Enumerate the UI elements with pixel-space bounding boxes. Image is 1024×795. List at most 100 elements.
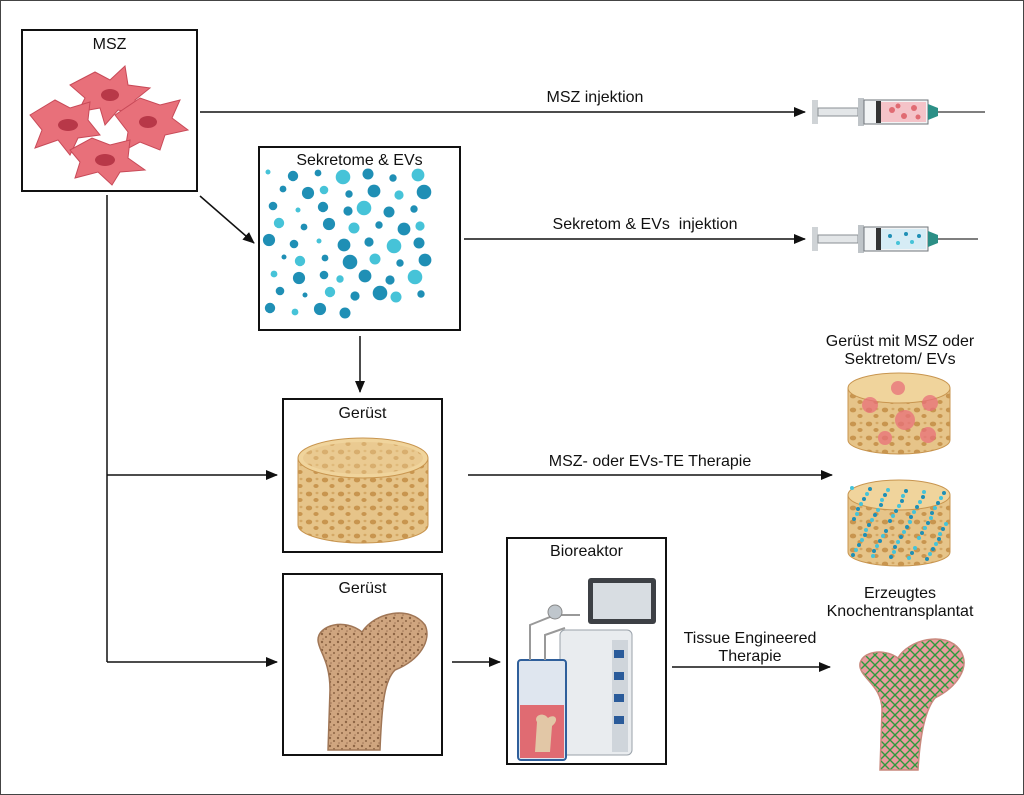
vesicle-dot (415, 221, 425, 231)
scaffold-vesicle-dot (896, 540, 900, 544)
vesicle-dot (343, 206, 353, 216)
vesicle-dot (397, 222, 411, 236)
scaffold-vesicle-dot (939, 496, 943, 500)
vesicle-dot (364, 237, 374, 247)
scaffold-vesicle-dot (855, 512, 859, 516)
scaffold-result-title-line1: Gerüst mit MSZ oder (825, 333, 975, 350)
scaffold-vesicle-dot (897, 504, 901, 508)
vesicle-dot (336, 275, 344, 283)
scaffold-vesicle-dot (901, 494, 905, 498)
scaffold-vesicle-dot (944, 522, 948, 526)
scaffold-vesicle-dot (923, 526, 927, 530)
scaffold-vesicle-dot (850, 486, 854, 490)
scaffold-vesicle-dot (892, 550, 896, 554)
scaffold-vesicle-dot (878, 539, 882, 543)
vesicle-dot (316, 238, 322, 244)
vesicle-dot (291, 308, 299, 316)
scaffold-vesicle-dot (907, 556, 911, 560)
scaffold-vesicle-dot (881, 534, 885, 538)
scaffold-vesicle-dot (918, 500, 922, 504)
scaffold-vesicle-dot (917, 536, 921, 540)
vesicle-dot (292, 271, 306, 285)
vesicle-dot (313, 302, 327, 316)
scaffold-vesicle-dot (915, 505, 919, 509)
vesicle-dot (281, 254, 287, 260)
graft-title-line2: Knochentransplantat (826, 603, 974, 620)
vesicle-dot (314, 169, 322, 177)
vesicle-dot (275, 286, 285, 296)
scaffold-vesicle-dot (904, 489, 908, 493)
scaffold-vesicle-dot (863, 533, 867, 537)
scaffold-vesicle-dot (905, 525, 909, 529)
vesicles-icon (262, 168, 432, 319)
scaffold-vesicle-dot (876, 508, 880, 512)
scaffold-vesicle-dot (865, 492, 869, 496)
femur-scaffold-icon (317, 612, 428, 751)
scaffold-vesicle-dot (902, 530, 906, 534)
vesicle-dot (289, 239, 299, 249)
scaffold-vesicle-dot (921, 495, 925, 499)
scaffold-vesicle-dot (913, 546, 917, 550)
vesicle-dot (389, 174, 397, 182)
vesicle-dot (383, 206, 395, 218)
scaffold-vesicle-dot (894, 509, 898, 513)
scaffold-vesicle-dot (868, 487, 872, 491)
vesicle-dot (265, 169, 271, 175)
vesicle-dot (295, 207, 301, 213)
vesicle-dot (418, 253, 432, 267)
scaffold-vesicle-dot (925, 557, 929, 561)
vesicle-dot (319, 185, 329, 195)
scaffold-vesicle-dot (873, 513, 877, 517)
vesicle-dot (369, 253, 381, 265)
scaffold-vesicle-dot (908, 520, 912, 524)
vesicle-dot (411, 168, 425, 182)
scaffold-vesicle-dot (871, 554, 875, 558)
scaffold-result-title-line2: Sektretom/ EVs (844, 351, 956, 368)
scaffold-vesicle-dot (938, 532, 942, 536)
vesicle-dot (372, 285, 388, 301)
scaffold-vesicle-dot (872, 549, 876, 553)
scaffold-vesicle-dot (909, 515, 913, 519)
scaffold-vesicle-dot (900, 499, 904, 503)
scaffold-cylinder-icon (297, 437, 429, 544)
vesicle-dot (324, 286, 336, 298)
sekretome-box-label: Sekretome & EVs (296, 152, 423, 169)
geruest-bottom-label: Gerüst (338, 580, 387, 597)
vesicle-dot (301, 186, 315, 200)
scaffold-vesicle-dot (920, 531, 924, 535)
scaffold-evs-result-icon (847, 479, 951, 567)
scaffold-vesicle-dot (886, 488, 890, 492)
vesicle-dot (279, 185, 287, 193)
scaffold-vesicle-dot (867, 523, 871, 527)
vesicle-dot (362, 168, 374, 180)
vesicle-dot (294, 255, 306, 267)
scaffold-vesicle-dot (930, 511, 934, 515)
sekretom-injection-label: Sekretom & EVs injektion (552, 216, 738, 233)
vesicle-dot (410, 205, 418, 213)
vesicle-dot (268, 201, 278, 211)
scaffold-vesicle-dot (889, 555, 893, 559)
scaffold-vesicle-dot (893, 545, 897, 549)
scaffold-vesicle-dot (852, 517, 856, 521)
scaffold-vesicle-dot (942, 491, 946, 495)
bioreactor-icon (517, 578, 656, 761)
scaffold-vesicle-dot (926, 521, 930, 525)
vesicle-dot (302, 292, 308, 298)
tissue-engineered-label-line2: Therapie (718, 648, 782, 665)
scaffold-vesicle-dot (870, 518, 874, 522)
vesicle-dot (396, 259, 404, 267)
scaffold-vesicle-dot (910, 551, 914, 555)
vesicle-dot (375, 221, 383, 229)
vesicle-dot (385, 275, 395, 285)
scaffold-vesicle-dot (941, 527, 945, 531)
scaffold-vesicle-dot (937, 537, 941, 541)
scaffold-vesicle-dot (883, 493, 887, 497)
vesicle-dot (417, 290, 425, 298)
geruest-top-label: Gerüst (338, 405, 387, 422)
scaffold-vesicle-dot (875, 544, 879, 548)
vesicle-dot (356, 200, 372, 216)
bone-graft-icon (859, 638, 965, 771)
scaffold-vesicle-dot (888, 519, 892, 523)
scaffold-vesicle-dot (884, 529, 888, 533)
